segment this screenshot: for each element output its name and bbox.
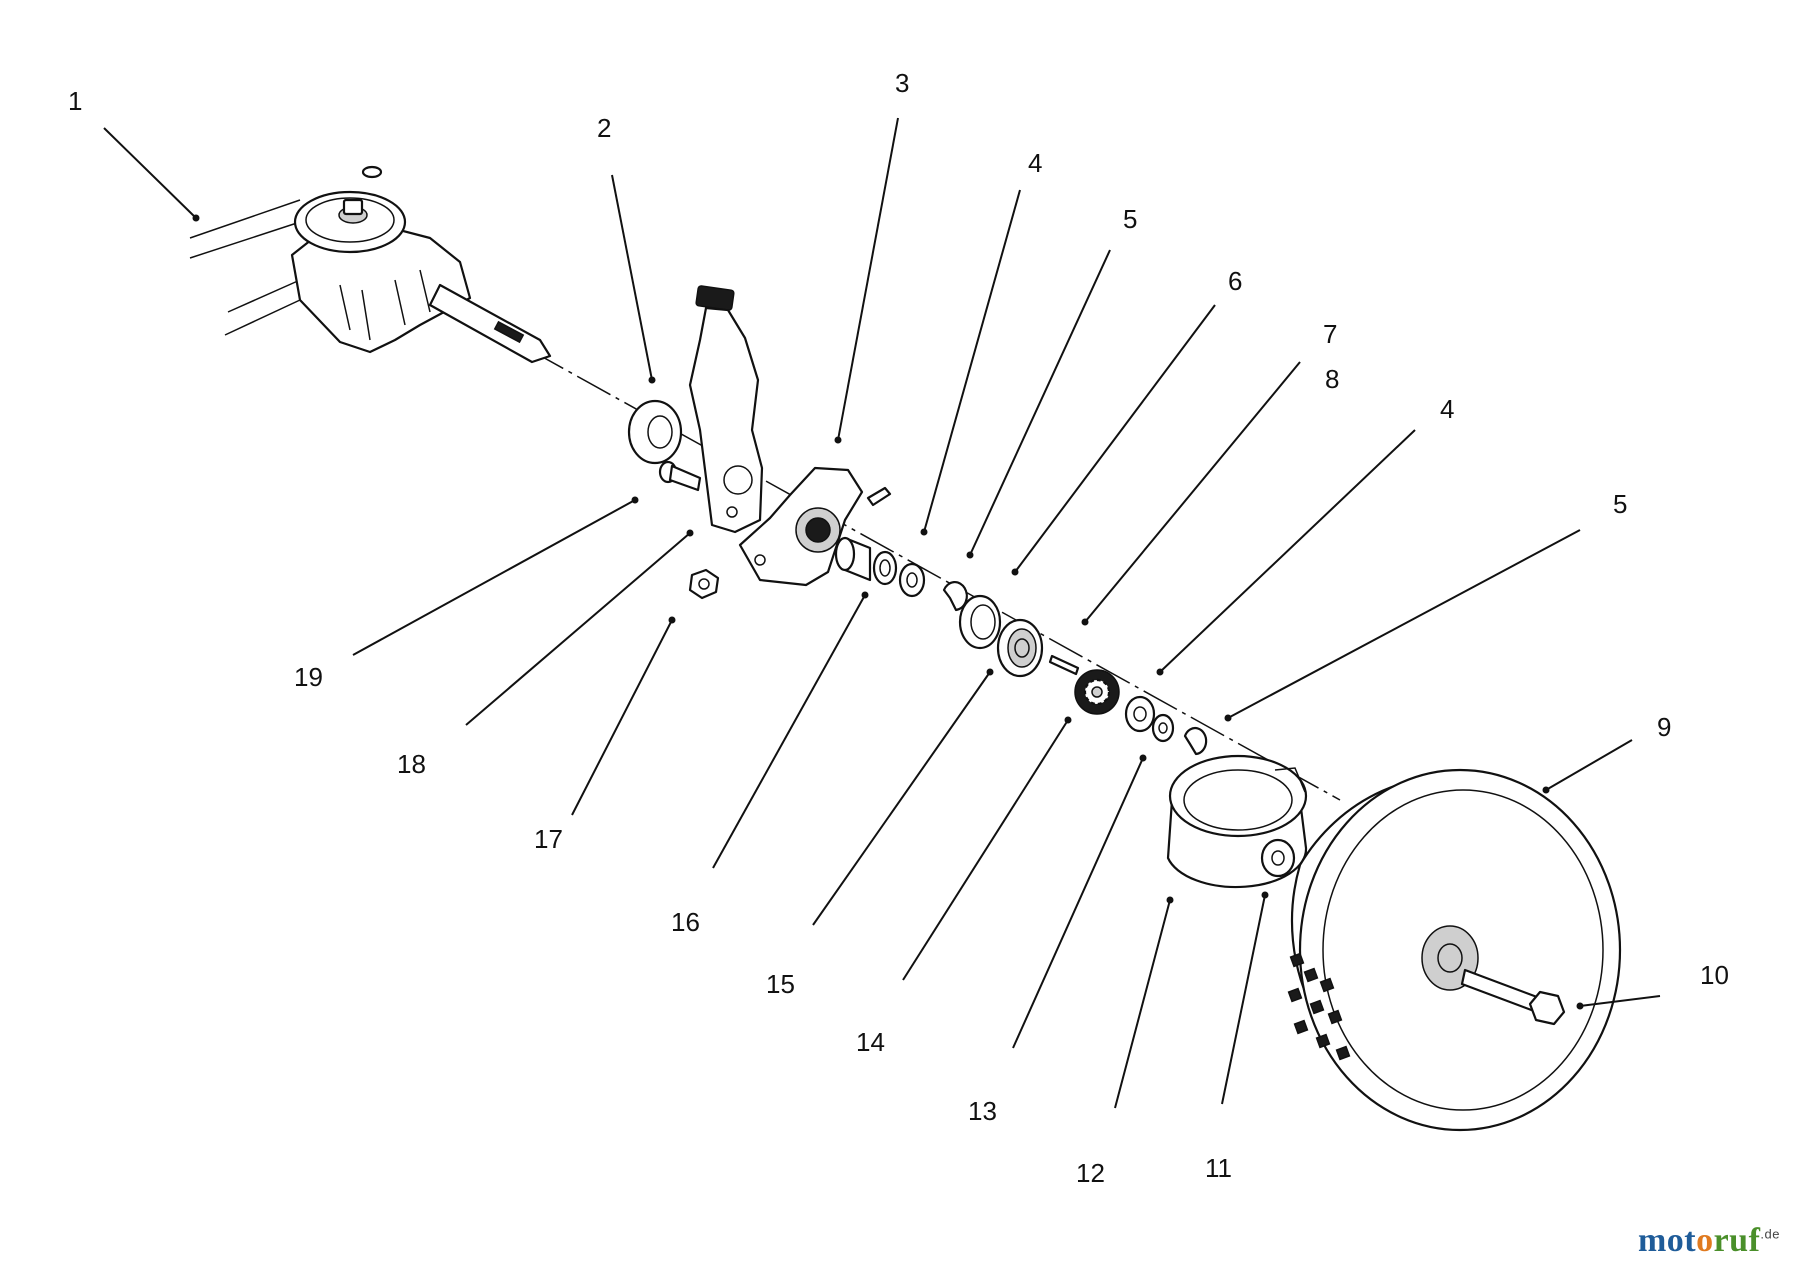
callout-2: 2 bbox=[597, 113, 611, 143]
leader-8 bbox=[1084, 361, 1301, 623]
callout-12: 12 bbox=[1076, 1158, 1105, 1188]
leader-2 bbox=[611, 174, 653, 381]
spacer-bushing bbox=[1151, 713, 1175, 743]
watermark-logo: motoruf.de bbox=[1638, 1222, 1780, 1260]
leader-12 bbox=[1114, 899, 1171, 1109]
pulley-nut bbox=[342, 198, 364, 216]
e-clip-1 bbox=[942, 580, 968, 612]
leader-16 bbox=[712, 594, 866, 869]
leader-5b bbox=[1227, 529, 1581, 719]
leader-14 bbox=[902, 719, 1069, 981]
leader-1 bbox=[103, 127, 197, 219]
output-shaft bbox=[428, 283, 552, 364]
e-clip-2 bbox=[1183, 726, 1208, 756]
tread-pattern bbox=[1287, 952, 1351, 1061]
lever-grip bbox=[695, 285, 735, 311]
callout-4-lower: 4 bbox=[1440, 394, 1454, 424]
callout-7: 7 bbox=[1323, 319, 1337, 349]
wheel bbox=[1287, 768, 1622, 1132]
leader-15 bbox=[812, 671, 991, 926]
leader-6 bbox=[1014, 304, 1216, 573]
callout-5-upper: 5 bbox=[1123, 204, 1137, 234]
hub-cap bbox=[1166, 754, 1308, 889]
bearing bbox=[996, 618, 1044, 678]
wheel-bracket bbox=[738, 466, 892, 587]
large-washer bbox=[958, 594, 1002, 650]
wheel-washer bbox=[1260, 838, 1296, 878]
callout-17: 17 bbox=[534, 824, 563, 854]
callout-1: 1 bbox=[68, 86, 82, 116]
leader-dots bbox=[192, 214, 1584, 1010]
transmission-assembly bbox=[189, 165, 552, 364]
pulley-washer bbox=[361, 165, 383, 179]
gearbox-ribs bbox=[339, 269, 431, 341]
callout-4-upper: 4 bbox=[1028, 148, 1042, 178]
spacer bbox=[627, 399, 683, 465]
callout-3: 3 bbox=[895, 68, 909, 98]
callout-5-lower: 5 bbox=[1613, 489, 1627, 519]
leader-5a bbox=[969, 249, 1111, 556]
logo-mot: mot bbox=[1637, 1222, 1697, 1259]
leader-13 bbox=[1012, 757, 1144, 1049]
wheel-bolt bbox=[1460, 968, 1566, 1026]
callout-8: 8 bbox=[1325, 364, 1339, 394]
cotter-pin bbox=[1048, 654, 1080, 676]
washer-1 bbox=[898, 562, 926, 598]
leader-4a bbox=[923, 189, 1021, 533]
drive-belt-upper bbox=[189, 199, 301, 259]
drive-belt-lower bbox=[224, 279, 301, 336]
bushing bbox=[834, 536, 898, 586]
leader-18 bbox=[465, 532, 691, 726]
callout-14: 14 bbox=[856, 1027, 885, 1057]
logo-o: o bbox=[1696, 1222, 1714, 1259]
hex-nut bbox=[688, 568, 720, 600]
leader-4b bbox=[1159, 429, 1416, 673]
carriage-bolt bbox=[658, 460, 702, 492]
callout-13: 13 bbox=[968, 1096, 997, 1126]
height-adjust-lever bbox=[688, 285, 764, 534]
pulley-groove bbox=[305, 197, 395, 243]
logo-tld: .de bbox=[1760, 1226, 1780, 1242]
callout-11: 11 bbox=[1205, 1153, 1232, 1183]
shaft-key bbox=[493, 320, 525, 344]
callout-19: 19 bbox=[294, 662, 323, 692]
drive-pinion-gear bbox=[1074, 669, 1120, 715]
callout-16: 16 bbox=[671, 907, 700, 937]
leader-19 bbox=[352, 499, 636, 656]
logo-ruf: ruf bbox=[1713, 1222, 1761, 1259]
callout-15: 15 bbox=[766, 969, 795, 999]
leader-17 bbox=[571, 619, 673, 816]
leader-10 bbox=[1579, 995, 1661, 1007]
callout-10: 10 bbox=[1700, 960, 1729, 990]
washer-2 bbox=[1124, 695, 1156, 733]
leader-9 bbox=[1545, 739, 1633, 791]
callout-6: 6 bbox=[1228, 266, 1242, 296]
grease-fitting bbox=[866, 486, 892, 507]
callout-9: 9 bbox=[1657, 712, 1671, 742]
callout-18: 18 bbox=[397, 749, 426, 779]
leader-11 bbox=[1221, 894, 1266, 1105]
leader-3 bbox=[837, 117, 899, 441]
